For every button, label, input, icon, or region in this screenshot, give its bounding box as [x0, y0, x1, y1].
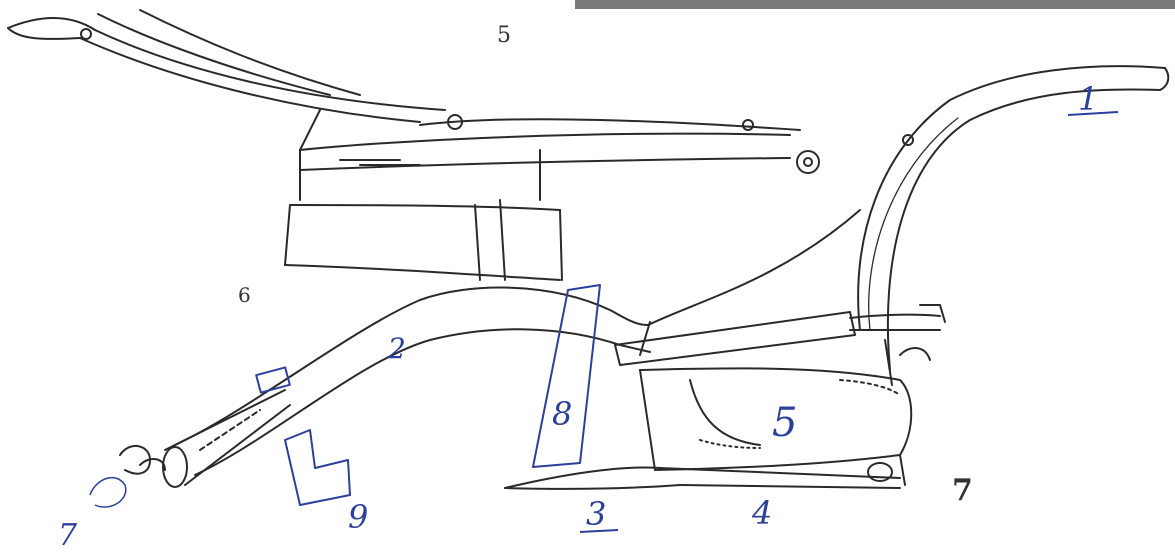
label-hook: 7 — [58, 518, 78, 551]
label-moldboard: 5 — [772, 400, 797, 446]
coulter-box — [533, 285, 600, 467]
mounting-plate — [615, 305, 945, 365]
hook-swirl — [90, 478, 126, 507]
label-sole: 4 — [751, 494, 772, 532]
label-coulter: 8 — [552, 395, 572, 433]
label-share: 3 — [586, 495, 606, 533]
label-handle: 1 — [1078, 80, 1098, 118]
handle — [858, 66, 1168, 385]
rear-handles — [8, 10, 445, 122]
pencil-label-7: 7 — [952, 473, 973, 508]
rear-board — [285, 200, 562, 280]
beam-end-hook — [120, 390, 290, 487]
clamp-box — [285, 430, 350, 505]
label-clamp: 9 — [348, 498, 368, 536]
label-beam: 2 — [387, 332, 406, 365]
beam — [175, 210, 860, 475]
pencil-label-5: 5 — [497, 23, 511, 48]
pencil-label-6: 6 — [238, 283, 251, 307]
rear-frame — [300, 110, 819, 200]
scan-strip — [575, 0, 1175, 9]
